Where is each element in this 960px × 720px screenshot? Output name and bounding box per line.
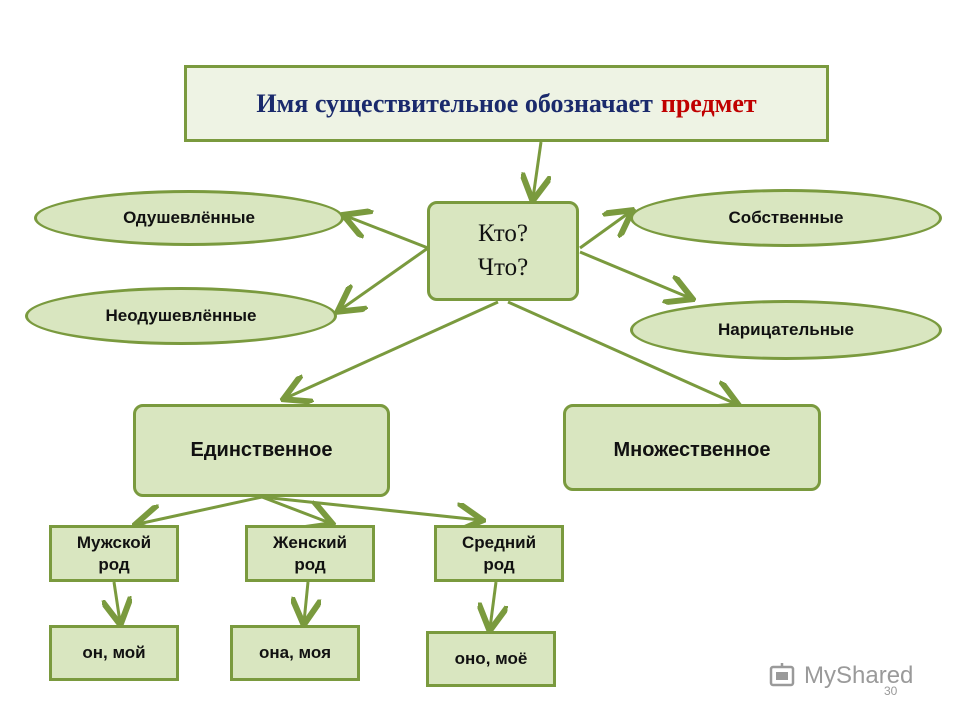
arrow-to-feminine bbox=[261, 495, 330, 523]
page-number: 30 bbox=[884, 684, 898, 698]
neuter-pronouns: оно, моё bbox=[454, 649, 528, 668]
feminine-box: Женский род bbox=[245, 525, 375, 582]
arrow-to-masculine bbox=[138, 495, 263, 524]
feminine-line1: Женский bbox=[273, 532, 347, 552]
watermark-text: MyShared bbox=[804, 662, 914, 689]
neuter-pronouns-box: оно, моё bbox=[426, 631, 556, 687]
inanimate-label: Неодушевлённые bbox=[105, 306, 257, 325]
arrow-to-plural bbox=[507, 300, 736, 404]
arrow-masculine-pronouns bbox=[114, 581, 120, 622]
title-accent: предмет bbox=[660, 88, 757, 118]
plural-box: Множественное bbox=[563, 404, 821, 491]
arrow-feminine-pronouns bbox=[304, 581, 308, 622]
question-who: Кто? bbox=[478, 220, 528, 247]
feminine-line2: род bbox=[294, 554, 326, 574]
arrow-to-inanimate bbox=[340, 246, 429, 310]
arrow-to-singular bbox=[286, 300, 499, 398]
proper-oval: Собственные bbox=[630, 189, 942, 247]
myshared-logo-icon bbox=[769, 663, 795, 687]
arrow-to-animate bbox=[346, 216, 429, 250]
question-what: Что? bbox=[477, 254, 529, 281]
masculine-line1: Мужской bbox=[76, 532, 152, 552]
masculine-box: Мужской род bbox=[49, 525, 179, 582]
common-label: Нарицательные bbox=[718, 320, 854, 339]
animate-label: Одушевлённые bbox=[123, 208, 255, 227]
arrow-to-neuter bbox=[261, 495, 480, 520]
feminine-pronouns-box: она, моя bbox=[230, 625, 360, 681]
neuter-line1: Средний bbox=[461, 532, 537, 552]
question-box: Кто? Что? bbox=[427, 201, 579, 301]
singular-label: Единственное bbox=[190, 439, 333, 461]
title-text: Имя существительное обозначает bbox=[256, 88, 653, 118]
masculine-pronouns: он, мой bbox=[82, 643, 146, 662]
arrow-neuter-pronouns bbox=[490, 581, 496, 628]
masculine-line2: род bbox=[98, 554, 130, 574]
feminine-pronouns: она, моя bbox=[259, 643, 331, 662]
proper-label: Собственные bbox=[728, 208, 844, 227]
arrow-to-proper bbox=[579, 212, 630, 250]
title-box: Имя существительное обозначает предмет bbox=[184, 65, 829, 142]
neuter-box: Средний род bbox=[434, 525, 564, 582]
arrow-to-common bbox=[579, 250, 690, 298]
inanimate-oval: Неодушевлённые bbox=[25, 287, 337, 345]
singular-box: Единственное bbox=[133, 404, 390, 497]
common-oval: Нарицательные bbox=[630, 300, 942, 360]
watermark: MyShared bbox=[768, 656, 928, 696]
masculine-pronouns-box: он, мой bbox=[49, 625, 179, 681]
animate-oval: Одушевлённые bbox=[34, 190, 344, 246]
plural-label: Множественное bbox=[613, 439, 771, 461]
neuter-line2: род bbox=[483, 554, 515, 574]
arrow-title-to-question bbox=[533, 141, 541, 198]
